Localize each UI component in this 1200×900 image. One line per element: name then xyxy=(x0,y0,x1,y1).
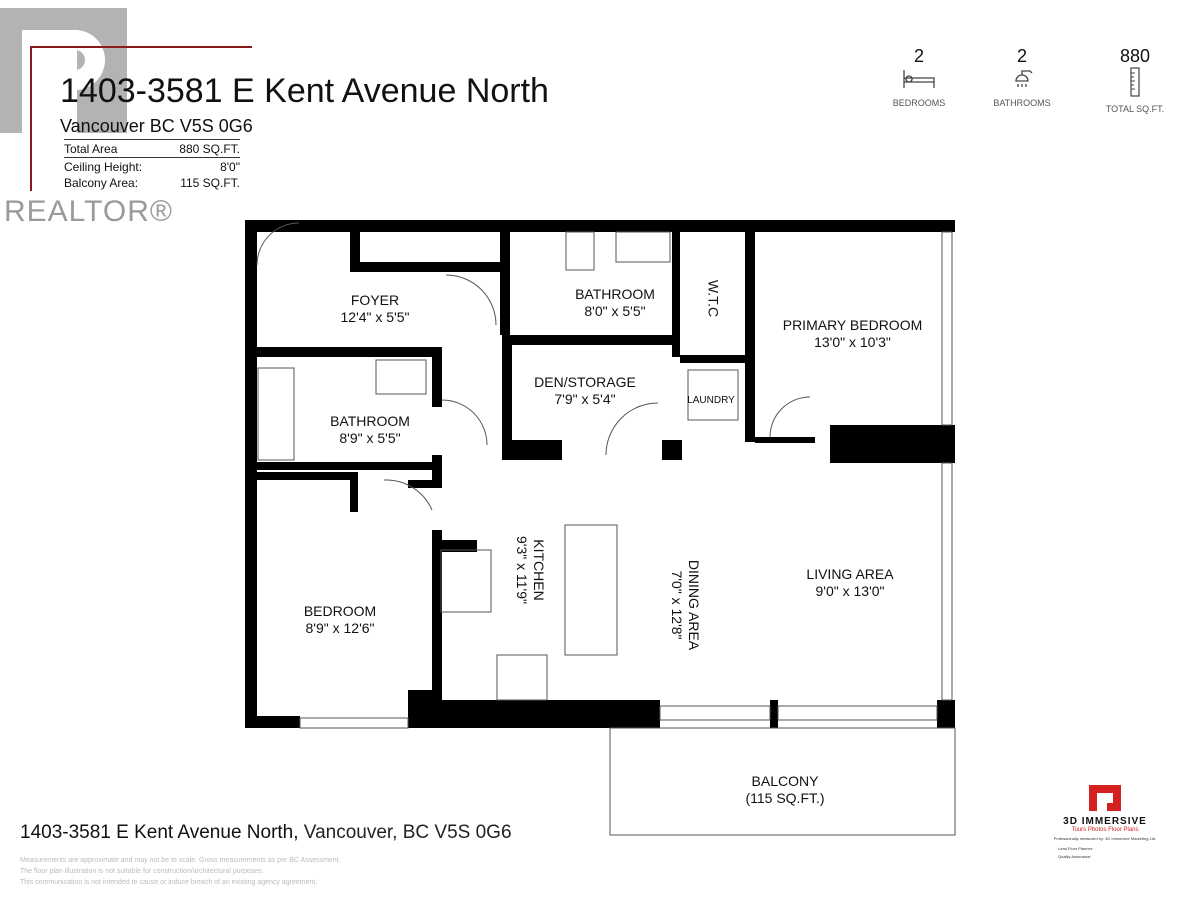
page-title: 1403-3581 E Kent Avenue North xyxy=(60,72,549,110)
spec-balcony: Balcony Area:115 SQ.FT. xyxy=(64,176,240,190)
shower-icon xyxy=(1015,70,1033,87)
stat-bedrooms: 2 BEDROOMS xyxy=(892,46,946,108)
stat-sqft: 880 TOTAL SQ.FT. xyxy=(1105,46,1165,114)
disclaimer: Measurements are approximate and may not… xyxy=(20,857,341,864)
brand-block: 3D IMMERSIVE Tours Photos Floor Plans Pr… xyxy=(1040,785,1170,859)
3d-immersive-logo-icon xyxy=(1089,785,1121,811)
room-wtc: W.T.C xyxy=(705,279,722,318)
room-balcony: BALCONY(115 SQ.FT.) xyxy=(745,773,825,806)
stat-bathrooms: 2 BATHROOMS xyxy=(993,46,1051,108)
disclaimer: The floor plan illustration is not suita… xyxy=(20,868,264,875)
fixtures xyxy=(256,222,956,836)
walls xyxy=(245,220,955,728)
realtor-watermark: REALTOR® xyxy=(4,195,174,228)
bed-icon xyxy=(903,70,935,88)
disclaimer: This communication is not intended to ca… xyxy=(20,879,318,886)
spec-ceiling: Ceiling Height:8'0" xyxy=(64,160,240,174)
footer-address: 1403-3581 E Kent Avenue North, Vancouver… xyxy=(20,822,512,843)
accent-line xyxy=(30,46,252,48)
room-laundry: LAUNDRY xyxy=(687,395,735,406)
accent-line xyxy=(30,46,32,191)
ruler-icon xyxy=(1130,67,1140,97)
page-subtitle: Vancouver BC V5S 0G6 xyxy=(60,116,253,136)
